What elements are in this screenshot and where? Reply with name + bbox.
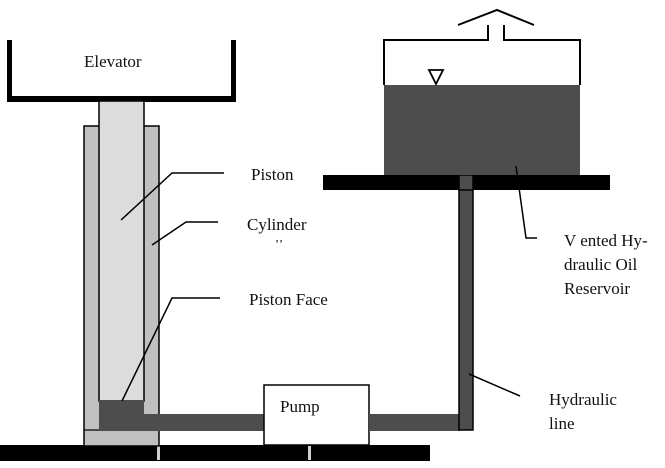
fluid-level-icon [427,69,445,87]
cylinder-label: Cylinder [247,215,307,234]
elevator-car [7,40,236,102]
hydraulic-line-leader-line [468,373,521,397]
hydraulic-line-through-slab [458,174,474,191]
piston-face-oil [99,400,144,431]
hydraulic-line-label-line1: Hydraulic [549,390,617,409]
cylinder-leader-line [151,221,218,246]
ground-slab [0,445,430,461]
hydraulic-pipe-cylinder-pump [159,414,265,431]
hydraulic-line-label-line2: line [549,414,575,433]
reservoir-label-line1: V ented Hy- [564,231,648,250]
piston-leader-line [120,172,224,221]
pump [263,384,370,446]
piston-label: Piston [251,165,294,184]
elevator-label: Elevator [84,52,142,71]
hydraulic-pipe-pump-riser [369,414,460,431]
reservoir-tank [383,25,581,175]
reservoir-label-line3: Reservoir [564,279,630,298]
vent-cap-icon [457,8,535,26]
cylinder-label-overflow: ʼʼ [275,237,283,251]
hydraulic-line-riser [458,174,474,431]
reservoir-leader-line [515,165,537,239]
reservoir-label-line2: draulic Oil [564,255,637,274]
cylinder-bottom-oil [144,414,159,431]
piston [98,100,145,402]
ground-slab-joint [308,446,311,460]
piston-face-label: Piston Face [249,290,328,309]
pump-label: Pump [280,397,320,416]
ground-slab-joint [157,446,160,460]
piston-face-leader-line [121,297,220,402]
